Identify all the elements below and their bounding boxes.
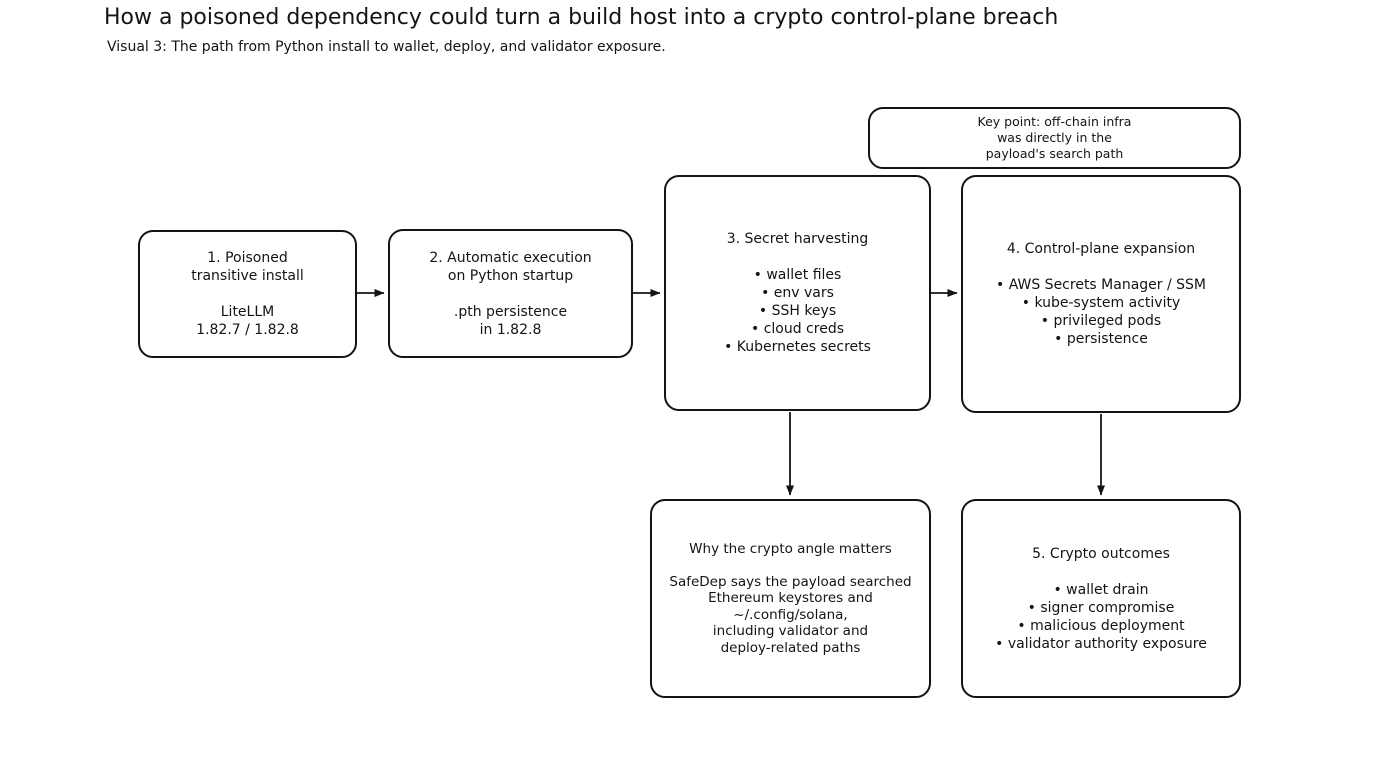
step5-bullet: • validator authority exposure [995,635,1207,652]
step4-control-plane-expansion-box: 4. Control-plane expansion • AWS Secrets… [961,175,1241,413]
step3-bullet-list: • wallet files • env vars • SSH keys • c… [724,266,871,356]
step2-detail-line: .pth persistence [453,303,568,320]
why-detail-line: ~/.config/solana, [733,606,848,623]
step5-bullet: • signer compromise [1027,599,1175,616]
step2-automatic-execution-box: 2. Automatic execution on Python startup… [388,229,633,358]
why-detail-line: including validator and [712,623,869,639]
step5-crypto-outcomes-box: 5. Crypto outcomes • wallet drain • sign… [961,499,1241,698]
step2-heading-line: 2. Automatic execution [429,249,592,266]
step5-heading: 5. Crypto outcomes [1032,545,1170,563]
step5-bullet: • malicious deployment [1017,617,1185,634]
keypoint-line: Key point: off-chain infra [977,114,1132,129]
step3-heading: 3. Secret harvesting [727,230,869,248]
step4-bullet: • kube-system activity [1021,295,1181,311]
step3-bullet: • env vars [761,285,834,301]
step2-heading: 2. Automatic execution on Python startup [429,249,591,285]
keypoint-line: payload's search path [985,146,1124,161]
step3-bullet: • Kubernetes secrets [724,339,871,355]
step5-bullet-list: • wallet drain • signer compromise • mal… [995,581,1207,653]
step4-heading-line: 4. Control-plane expansion [1006,241,1196,257]
step1-detail: LiteLLM 1.82.7 / 1.82.8 [196,303,299,339]
why-heading-line: Why the crypto angle matters [689,541,892,557]
step4-bullet: • persistence [1054,331,1148,347]
keypoint-note-box: Key point: off-chain infra was directly … [868,107,1241,169]
why-detail-line: SafeDep says the payload searched [669,573,912,590]
step2-heading-line: on Python startup [447,267,574,284]
step1-heading-line: 1. Poisoned [207,250,288,266]
why-detail: SafeDep says the payload searched Ethere… [669,574,911,657]
step1-heading-line: transitive install [191,268,304,284]
step2-detail-line: in 1.82.8 [479,321,542,338]
step3-bullet: • SSH keys [758,303,837,319]
page-title: How a poisoned dependency could turn a b… [104,5,1059,30]
step3-secret-harvesting-box: 3. Secret harvesting • wallet files • en… [664,175,931,411]
step5-heading-line: 5. Crypto outcomes [1032,545,1170,562]
step4-heading: 4. Control-plane expansion [1007,240,1195,258]
keypoint-text: Key point: off-chain infra was directly … [978,114,1132,162]
keypoint-line: was directly in the [997,130,1112,145]
step3-bullet: • cloud creds [750,321,844,337]
why-heading: Why the crypto angle matters [689,541,892,558]
step1-detail-line: 1.82.7 / 1.82.8 [196,322,299,338]
step3-heading-line: 3. Secret harvesting [726,231,869,247]
step4-bullet: • AWS Secrets Manager / SSM [995,277,1207,293]
step3-bullet: • wallet files [753,267,842,283]
why-detail-line: deploy-related paths [720,639,861,656]
step4-bullet-list: • AWS Secrets Manager / SSM • kube-syste… [996,276,1206,348]
step1-detail-line: LiteLLM [220,304,275,320]
step2-detail: .pth persistence in 1.82.8 [454,303,567,339]
page-subtitle: Visual 3: The path from Python install t… [107,39,666,55]
step1-poisoned-install-box: 1. Poisoned transitive install LiteLLM 1… [138,230,357,358]
why-detail-line: Ethereum keystores and [708,590,873,606]
step5-bullet: • wallet drain [1053,581,1149,598]
step1-heading: 1. Poisoned transitive install [191,249,304,285]
step4-bullet: • privileged pods [1040,313,1162,329]
why-crypto-angle-box: Why the crypto angle matters SafeDep say… [650,499,931,698]
